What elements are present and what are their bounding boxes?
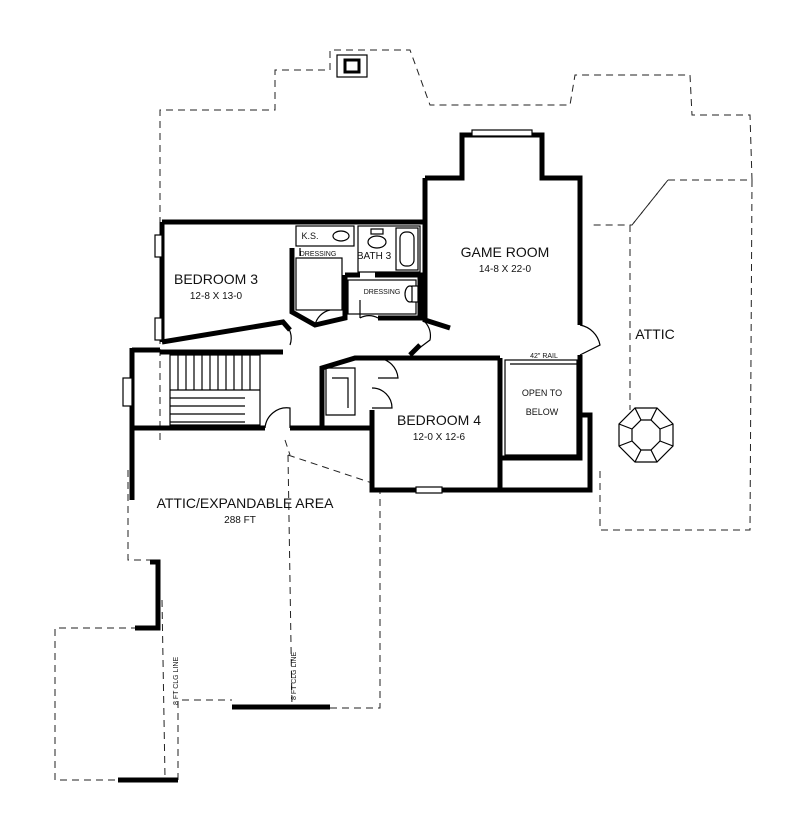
staircase bbox=[169, 354, 261, 426]
windows bbox=[122, 129, 533, 494]
sink-icon bbox=[367, 235, 387, 249]
fixtures bbox=[332, 227, 419, 303]
clg-line-label-2: 8 FT CLG LINE bbox=[291, 652, 298, 700]
ks-label: K.S. bbox=[301, 231, 318, 241]
game-room-size: 14-8 X 22-0 bbox=[479, 264, 532, 275]
bedroom4-size: 12-0 X 12-6 bbox=[413, 432, 466, 443]
doors bbox=[264, 300, 601, 429]
clg-line-label-1: 8 FT CLG LINE bbox=[173, 657, 180, 705]
sink-icon bbox=[332, 230, 350, 242]
dressing-b-label: DRESSING bbox=[364, 289, 401, 296]
dressing-a-label: DRESSING bbox=[300, 251, 337, 258]
open-below-line2: BELOW bbox=[526, 407, 559, 417]
bedroom3-size: 12-8 X 13-0 bbox=[190, 291, 243, 302]
attic-label: ATTIC bbox=[635, 326, 674, 342]
game-room-label: GAME ROOM bbox=[461, 244, 550, 260]
interior-lines bbox=[295, 225, 578, 456]
open-below-line1: OPEN TO bbox=[522, 388, 562, 398]
bath3-label: BATH 3 bbox=[357, 251, 392, 262]
attic-expandable-label: ATTIC/EXPANDABLE AREA bbox=[157, 495, 335, 511]
gazebo-roof-icon bbox=[618, 407, 674, 463]
bedroom4-label: BEDROOM 4 bbox=[397, 412, 481, 428]
bedroom3-label: BEDROOM 3 bbox=[174, 271, 258, 287]
rail-label: 42" RAIL bbox=[530, 353, 558, 360]
roof-outline bbox=[54, 49, 753, 781]
attic-expandable-size: 288 FT bbox=[224, 515, 256, 526]
labels: GAME ROOM 14-8 X 22-0 BEDROOM 3 12-8 X 1… bbox=[157, 231, 675, 705]
chimney bbox=[336, 54, 368, 78]
